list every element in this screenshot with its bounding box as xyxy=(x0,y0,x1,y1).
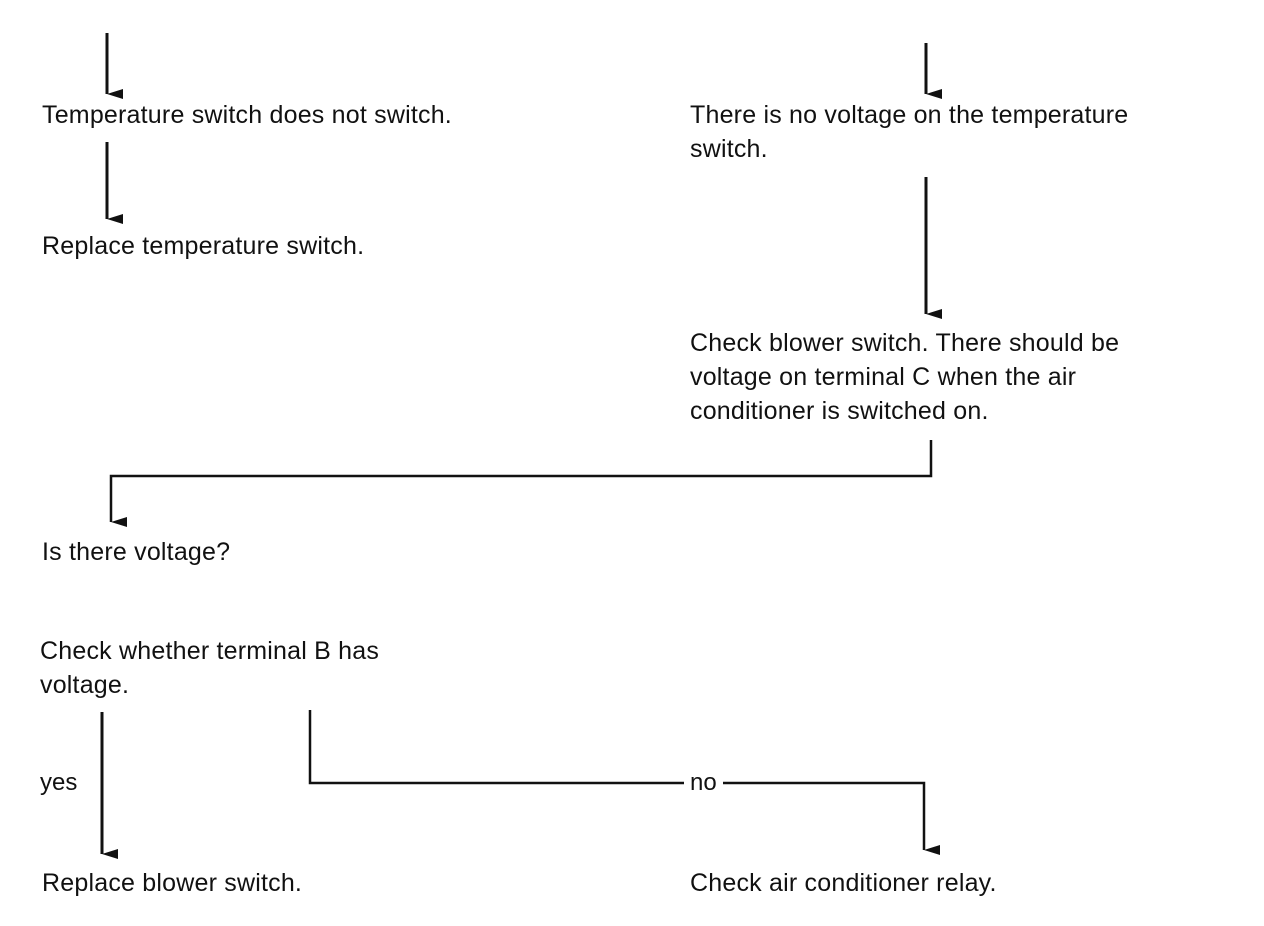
connector-to-is-there-voltage xyxy=(109,440,933,527)
edge-label-no: no xyxy=(684,768,723,798)
node-check-terminal-b: Check whether terminal B has voltage. xyxy=(40,637,380,699)
node-is-there-voltage: Is there voltage? xyxy=(42,538,231,566)
node-temp-switch-does-not-switch: Temperature switch does not switch. xyxy=(42,101,452,129)
node-replace-temperature-switch: Replace temperature switch. xyxy=(42,232,365,260)
edge-label-yes: yes xyxy=(34,768,84,798)
node-no-voltage-on-temperature-switch: There is no voltage on the temperature s… xyxy=(690,101,1129,163)
connector-no-to-relay xyxy=(308,710,940,855)
node-replace-blower-switch: Replace blower switch. xyxy=(42,869,303,897)
node-check-blower-switch: Check blower switch. There should be vol… xyxy=(690,329,1120,425)
node-check-air-conditioner-relay: Check air conditioner relay. xyxy=(690,869,997,897)
